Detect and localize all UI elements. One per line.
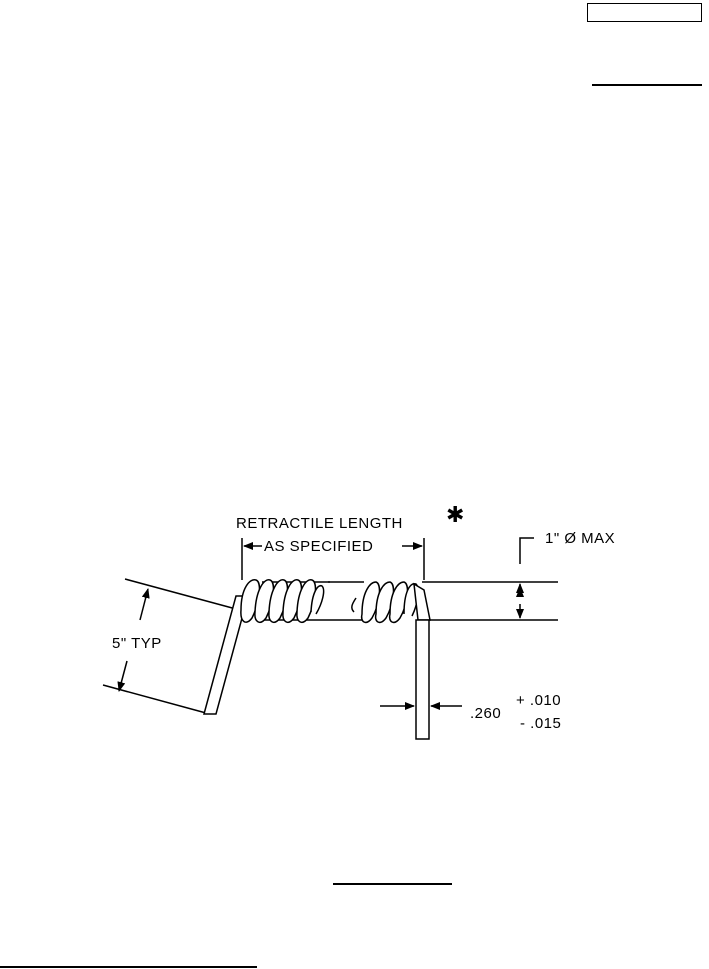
footnote-rule [0, 966, 257, 968]
tolerance-minus: - .015 [520, 715, 561, 732]
retractile-length-label: RETRACTILE LENGTH [236, 515, 403, 532]
diameter-dimension [422, 537, 558, 621]
figure-caption-rule [333, 883, 452, 885]
right-lead-wire [415, 619, 430, 740]
wire-thickness-nominal: .260 [470, 705, 501, 722]
coil-left-group [240, 579, 330, 623]
lead-length-label: 5" TYP [112, 635, 162, 652]
tolerance-plus: + .010 [516, 692, 561, 709]
lead-length-dimension [102, 578, 237, 714]
diameter-max-label: 1" Ø MAX [545, 530, 615, 547]
retractile-length-dimension [241, 538, 425, 580]
header-rule [592, 84, 702, 86]
coil-break-lines [322, 581, 364, 621]
as-specified-label: AS SPECIFIED [264, 538, 373, 555]
coil-right-group [360, 581, 431, 624]
page-number-box [587, 3, 702, 22]
asterisk-mark: ✱ [446, 503, 464, 528]
